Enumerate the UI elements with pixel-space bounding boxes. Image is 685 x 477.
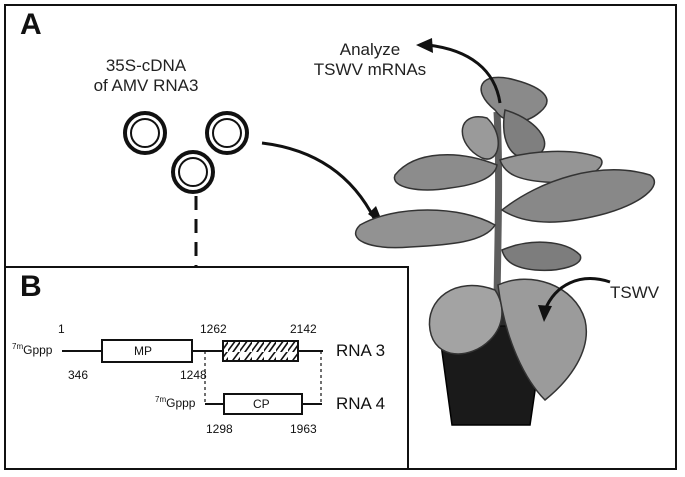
pos-1262: 1262 (200, 322, 227, 336)
plasmid-circles (123, 111, 249, 194)
panel-b-letter: B (20, 270, 42, 303)
pos-2142: 2142 (290, 322, 317, 336)
rna4-cap-label: 7mGppp (155, 395, 195, 410)
rna3-cap-label: 7mGppp (12, 342, 52, 357)
cp-gene-box (223, 393, 303, 415)
pos-1963: 1963 (290, 422, 317, 436)
pos-1248: 1248 (180, 368, 207, 382)
rna4-cap-superscript: 7m (155, 395, 167, 404)
analyze-arrow (416, 38, 502, 104)
plasmid-caption-line2: of AMV RNA3 (93, 76, 199, 95)
panel-a-letter: A (20, 8, 42, 41)
plasmid-caption: 35S-cDNA of AMV RNA3 (80, 56, 212, 96)
cp-label: CP (253, 397, 270, 411)
rna3-label: RNA 3 (336, 341, 386, 360)
analyze-caption: Analyze TSWV mRNAs (300, 40, 440, 80)
tswv-label: TSWV (610, 283, 660, 302)
rna4-label: RNA 4 (336, 394, 386, 413)
tobacco-plant-illustration (354, 76, 656, 426)
rna4-cap-base: Gppp (166, 396, 196, 410)
rna3-cap-superscript: 7m (12, 342, 24, 351)
mp-gene-box (101, 339, 193, 363)
pos-346: 346 (68, 368, 89, 382)
analyze-caption-line2: TSWV mRNAs (313, 60, 427, 79)
tswv-arrow (538, 277, 611, 322)
rna3-cap-base: Gppp (23, 343, 53, 357)
pos-1298: 1298 (206, 422, 233, 436)
hatched-region-box (222, 340, 299, 362)
plasmid-caption-line1: 35S-cDNA (105, 56, 187, 75)
panel-b-box (4, 266, 409, 470)
mp-label: MP (134, 344, 152, 358)
analyze-caption-line1: Analyze (339, 40, 401, 59)
pos-1: 1 (58, 322, 65, 336)
